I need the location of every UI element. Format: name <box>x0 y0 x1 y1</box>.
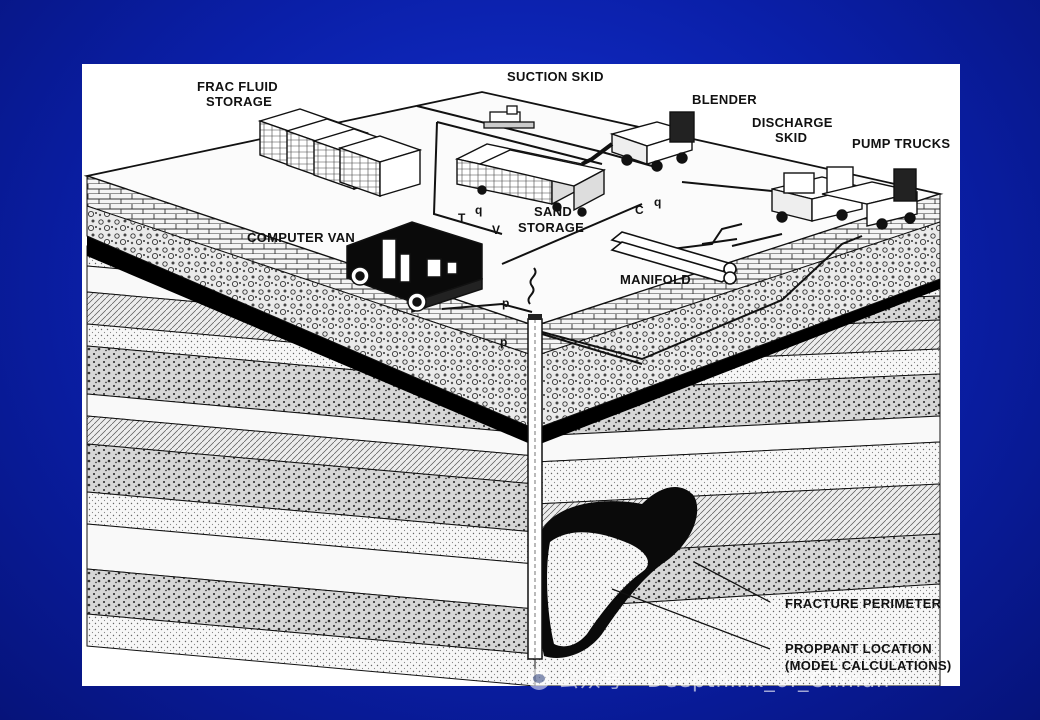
frac-site-diagram: FRAC FLUID STORAGE SUCTION SKID BLENDER … <box>83 69 952 686</box>
frac-fluid-storage-label-1: FRAC FLUID <box>197 79 278 94</box>
sensor-v-label: V <box>492 223 500 237</box>
suction-skid <box>483 105 535 129</box>
sensor-c-label: C <box>635 203 644 217</box>
watermark-text: 公众号 · Deepthink_of_Oilman <box>558 668 891 692</box>
pump-trucks <box>771 166 918 230</box>
piping <box>416 105 863 365</box>
wellbore <box>527 267 543 660</box>
blender-label: BLENDER <box>692 92 757 107</box>
labels: FRAC FLUID STORAGE SUCTION SKID BLENDER … <box>197 69 952 673</box>
sand-storage-label-2: STORAGE <box>518 220 584 235</box>
fracture-perimeter-label: FRACTURE PERIMETER <box>785 596 942 611</box>
sensor-p-upper-label: p <box>502 296 509 310</box>
wechat-logo-icon <box>528 668 550 690</box>
frac-fluid-storage-tanks <box>257 108 423 197</box>
pump-trucks-label: PUMP TRUCKS <box>852 136 950 151</box>
sand-storage-trailers <box>454 143 607 217</box>
sensor-q-line-label: q <box>654 195 661 209</box>
computer-van-label: COMPUTER VAN <box>247 230 355 245</box>
computer-van <box>346 221 483 314</box>
suction-skid-label: SUCTION SKID <box>507 69 604 84</box>
manifold-label: MANIFOLD <box>620 272 691 287</box>
sensor-q-sand-label: q <box>475 203 482 217</box>
diagram-frame: FRAC FLUID STORAGE SUCTION SKID BLENDER … <box>82 64 960 686</box>
sensor-t-label: T <box>458 211 466 225</box>
discharge-skid-label-2: SKID <box>775 130 807 145</box>
sensor-p-lower-label: p <box>500 335 507 349</box>
frac-fluid-storage-label-2: STORAGE <box>206 94 272 109</box>
watermark: 公众号 · Deepthink_of_Oilman <box>528 664 890 694</box>
discharge-skid-label-1: DISCHARGE <box>752 115 833 130</box>
leader-lines <box>611 561 771 650</box>
proppant-location-label-2: (MODEL CALCULATIONS) <box>785 658 952 673</box>
fracture-shape <box>536 486 698 658</box>
manifold-pipes <box>610 231 737 285</box>
blender-truck <box>581 111 695 172</box>
proppant-location-label-1: PROPPANT LOCATION <box>785 641 932 656</box>
sand-storage-label-1: SAND <box>534 204 572 219</box>
